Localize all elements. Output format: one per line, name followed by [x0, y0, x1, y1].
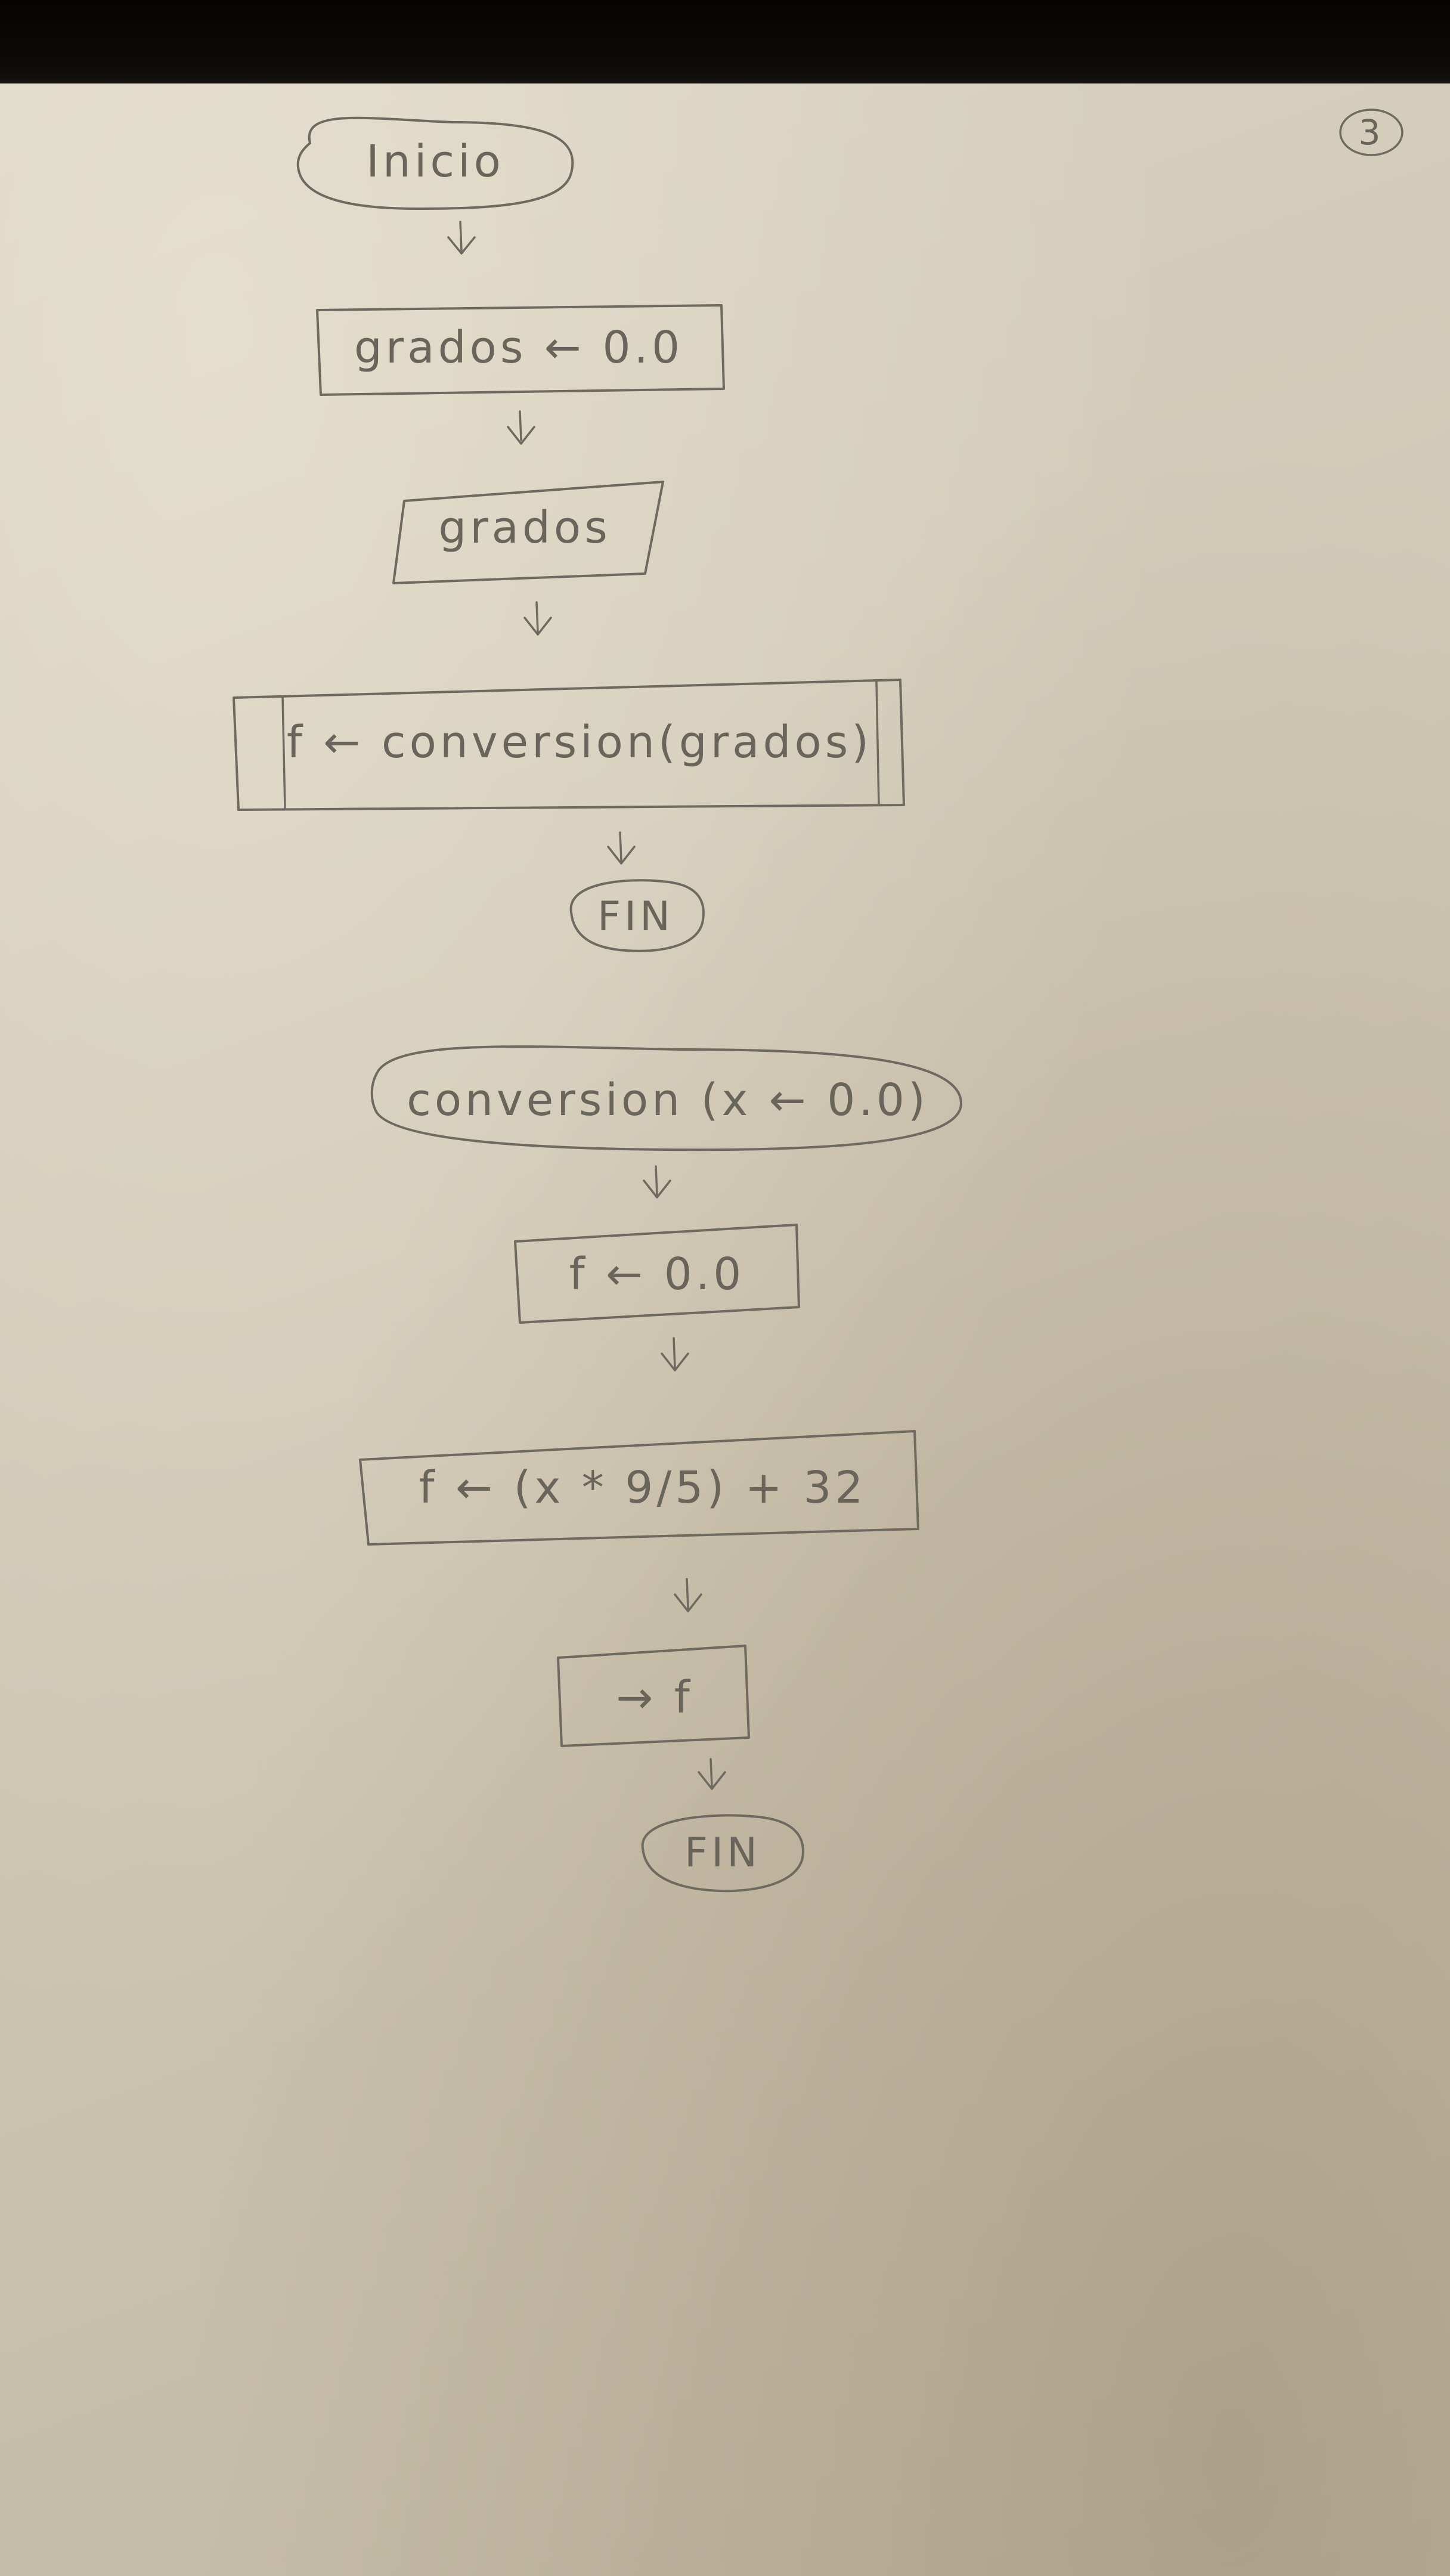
main-flow: Inicio grados ← 0.0 grados: [233, 116, 905, 952]
function-header-label: conversion (x ← 0.0): [407, 1075, 929, 1126]
start-terminal: Inicio: [296, 116, 574, 210]
call-box: f ← conversion(grados): [233, 679, 905, 811]
page-number: 3: [1359, 112, 1384, 153]
function-end-terminal: FIN: [641, 1814, 804, 1893]
formula-label: f ← (x * 9/5) + 32: [419, 1462, 867, 1513]
assign-label: grados ← 0.0: [354, 322, 683, 373]
output-box: → f: [557, 1645, 750, 1747]
function-end-label: FIN: [684, 1829, 761, 1877]
input-label: grados: [438, 502, 611, 553]
arrow-8: [698, 1758, 726, 1790]
arrow-4: [607, 831, 636, 865]
arrow-1: [447, 221, 476, 255]
input-box: grados: [392, 481, 664, 584]
assign-box: grados ← 0.0: [316, 304, 725, 396]
paper-sheet: [0, 83, 1450, 2576]
arrow-6: [661, 1337, 689, 1371]
function-flow: conversion (x ← 0.0) f ← 0.0 f ← (x * 9/…: [359, 1045, 963, 1893]
arrow-2: [507, 410, 535, 445]
arrow-7: [674, 1578, 702, 1612]
function-header-terminal: conversion (x ← 0.0): [370, 1045, 963, 1151]
main-end-label: FIN: [597, 893, 674, 940]
call-label: f ← conversion(grados): [287, 717, 872, 768]
arrow-3: [523, 601, 552, 636]
arrow-5: [643, 1165, 671, 1199]
init-label: f ← 0.0: [569, 1249, 745, 1300]
init-box: f ← 0.0: [514, 1224, 800, 1324]
formula-box: f ← (x * 9/5) + 32: [359, 1430, 919, 1546]
main-end-terminal: FIN: [569, 879, 705, 952]
start-label: Inicio: [366, 136, 504, 187]
dark-background: [0, 0, 1450, 89]
page-number-badge: 3: [1339, 109, 1403, 156]
output-label: → f: [616, 1672, 693, 1723]
